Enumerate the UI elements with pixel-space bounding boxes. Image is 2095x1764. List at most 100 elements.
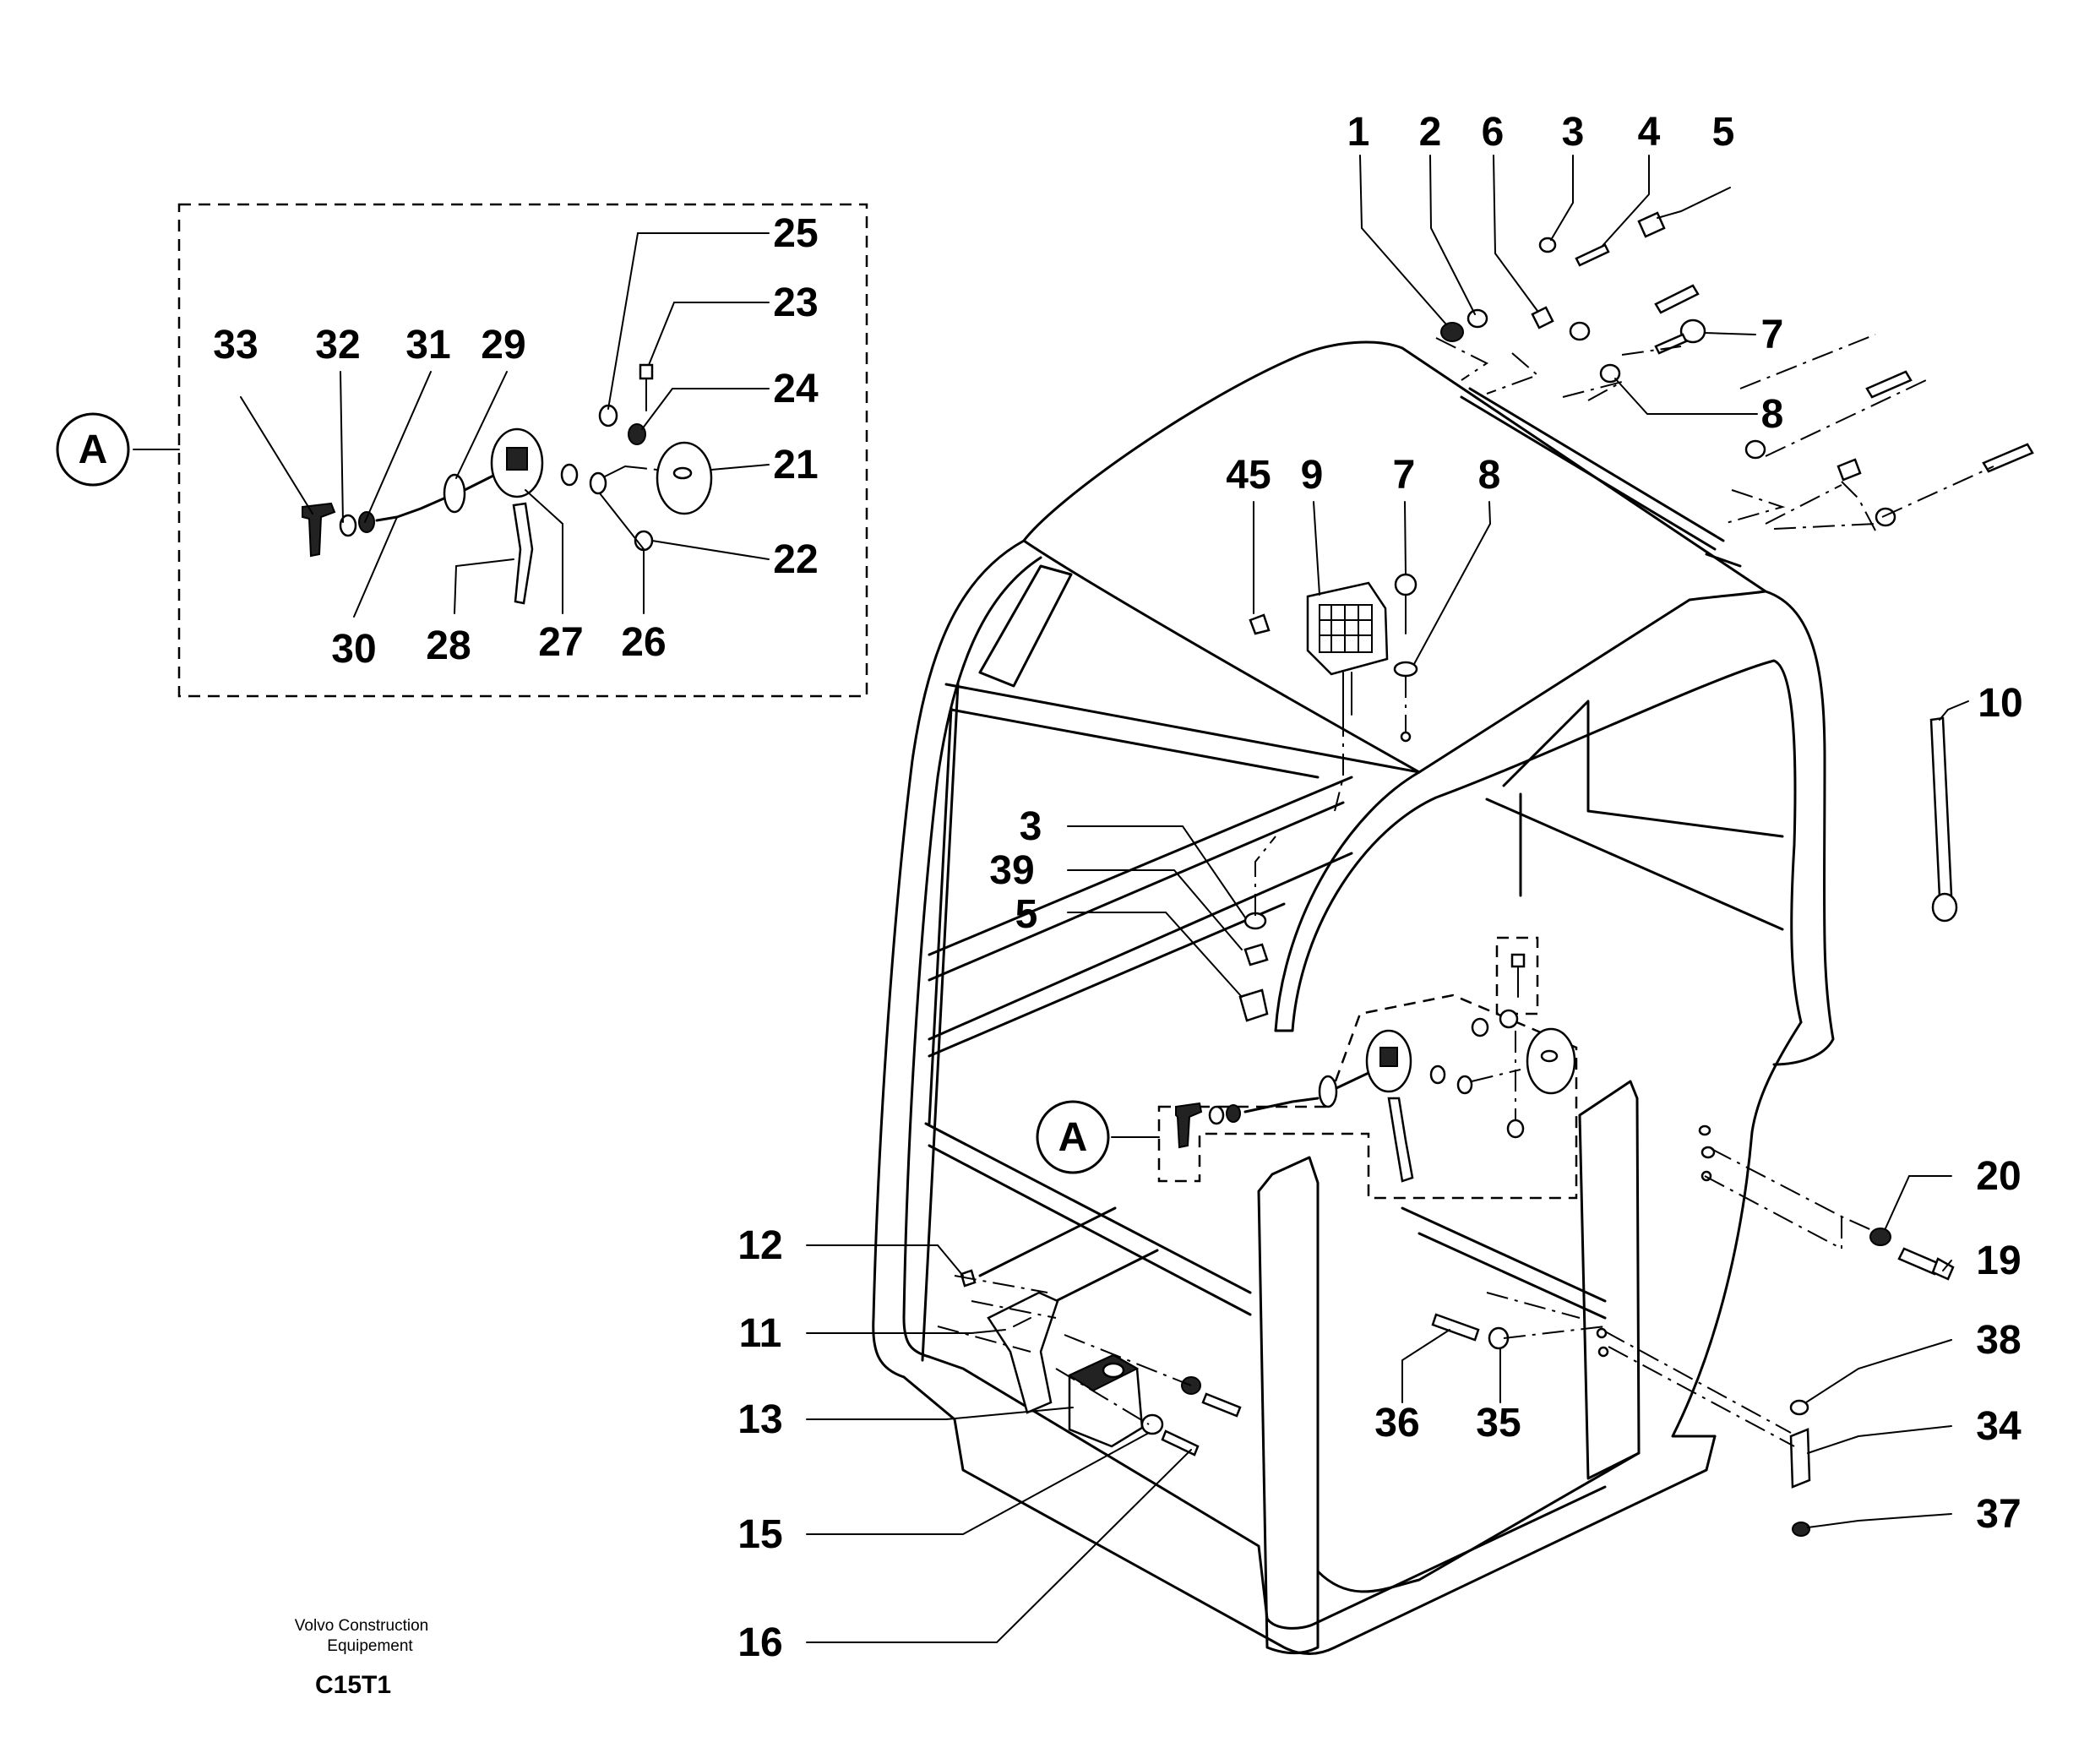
main-leader-lines <box>806 155 1969 1643</box>
callout-label: 38 <box>1976 1318 2021 1363</box>
cab-floor-inner <box>928 1355 1607 1630</box>
callout-label: 21 <box>773 443 818 487</box>
detail-a-installed <box>1036 936 1578 1200</box>
bracket-slot <box>1013 1317 1031 1327</box>
callout-label: 31 <box>405 323 450 368</box>
washer-part <box>339 514 357 537</box>
callout-label: 9 <box>1301 453 1324 498</box>
washer-part <box>358 511 375 533</box>
callout-label: 29 <box>481 323 525 368</box>
callout-label: 5 <box>1015 892 1038 937</box>
plug-part <box>1837 458 1862 482</box>
floor-rail <box>978 1206 1607 1320</box>
washer-part <box>1538 237 1557 253</box>
eyebolt-part <box>1679 318 1706 344</box>
cable-rod-part <box>375 495 449 522</box>
bolt-part <box>1982 443 2034 473</box>
bolt-part <box>1249 613 1271 635</box>
housing-slot <box>506 447 528 471</box>
bolt-part <box>1654 284 1700 314</box>
hose-part <box>1387 1097 1414 1183</box>
left-front-pillar <box>872 539 1026 1379</box>
washer-part <box>1599 363 1621 384</box>
callout-label: 45 <box>1226 453 1271 498</box>
mid-crossbar <box>924 1122 1252 1316</box>
callout-label: 7 <box>1393 453 1416 498</box>
callout-label: 3 <box>1562 110 1585 155</box>
detail-a-marker-circle <box>1036 1100 1110 1174</box>
bracket-part <box>987 1291 1059 1414</box>
washer-part <box>1569 321 1591 341</box>
washer-part <box>1226 1104 1241 1123</box>
eyebolt-part <box>1394 573 1418 596</box>
callout-label: 37 <box>1976 1492 2021 1537</box>
detail-a-marker-label: A <box>1058 1115 1088 1160</box>
bolt-part <box>1161 1429 1200 1456</box>
screw-part <box>639 363 654 380</box>
front-crossbar <box>944 683 1421 779</box>
rear-arch-outer <box>1764 590 1835 1066</box>
plug-part <box>1637 211 1666 238</box>
callout-label: 1 <box>1347 110 1370 155</box>
washer-part <box>1140 1413 1164 1435</box>
bolt-part <box>1865 370 1913 399</box>
callout-label: 5 <box>1712 110 1735 155</box>
callout-label: 27 <box>538 620 583 665</box>
screw-part <box>1510 953 1526 968</box>
nut-part <box>1471 1017 1489 1037</box>
lever-part <box>1929 716 1953 899</box>
inner-beam <box>928 776 1353 1058</box>
callout-labels: 1 2 6 3 4 5 7 8 45 9 7 8 10 3 39 5 20 19… <box>213 110 2022 1665</box>
callout-label: 39 <box>989 848 1034 893</box>
plug-part <box>1238 988 1269 1022</box>
callout-label: 11 <box>739 1311 782 1356</box>
callout-label: 23 <box>773 280 818 325</box>
callout-label: 34 <box>1976 1404 2022 1449</box>
roof-hardware <box>1238 211 2034 1022</box>
rear-arch <box>1274 659 1803 1032</box>
washer-part <box>1792 1522 1810 1537</box>
callout-label: 28 <box>426 623 471 668</box>
detail-a-dashed-outline <box>1157 994 1578 1200</box>
callout-label: 19 <box>1976 1239 2021 1283</box>
roof-hole <box>1400 731 1412 743</box>
rear-door-pillar <box>1578 1080 1641 1480</box>
hose-part <box>512 502 534 605</box>
cable-rod-part <box>1243 1097 1320 1113</box>
callout-label: 32 <box>315 323 360 368</box>
detail-a-marker-label: A <box>79 427 108 472</box>
callout-label: 30 <box>331 627 376 672</box>
work-lamp-grid <box>1319 604 1373 653</box>
detail-a-dashed-outline-2 <box>1495 936 1539 1015</box>
left-door-frame <box>921 683 960 1362</box>
side-hole <box>1700 1146 1716 1159</box>
callout-label: 12 <box>737 1223 782 1268</box>
cab-floor <box>902 1375 1717 1655</box>
detail-a-leaders <box>240 232 770 618</box>
t-handle-part <box>302 502 336 558</box>
bolt-part <box>1431 1313 1480 1342</box>
latch-part <box>1789 1428 1811 1489</box>
washer-part <box>560 463 579 487</box>
drawing-code: C15T1 <box>315 1671 391 1699</box>
roof-rail <box>1460 387 1742 568</box>
callout-label: 24 <box>773 367 819 411</box>
grommet-part <box>1318 1075 1338 1108</box>
bolt-part <box>1201 1392 1242 1418</box>
washer-part <box>1869 1228 1891 1246</box>
right-side-panel <box>1671 1021 1803 1438</box>
detail-a-parts <box>302 363 713 605</box>
washer-part <box>1499 1009 1519 1029</box>
washer-part <box>1429 1064 1446 1085</box>
side-hole <box>1698 1124 1711 1136</box>
box-hole <box>1102 1362 1125 1379</box>
callout-label: 8 <box>1478 453 1501 498</box>
bolt-part <box>1575 243 1610 267</box>
detail-a-panel <box>56 203 868 698</box>
nut-part <box>1506 1119 1525 1139</box>
callout-label: 16 <box>737 1620 782 1665</box>
side-window-frame <box>1485 700 1784 931</box>
rod-part <box>1335 1071 1370 1090</box>
work-lamp-mount <box>1342 672 1352 716</box>
